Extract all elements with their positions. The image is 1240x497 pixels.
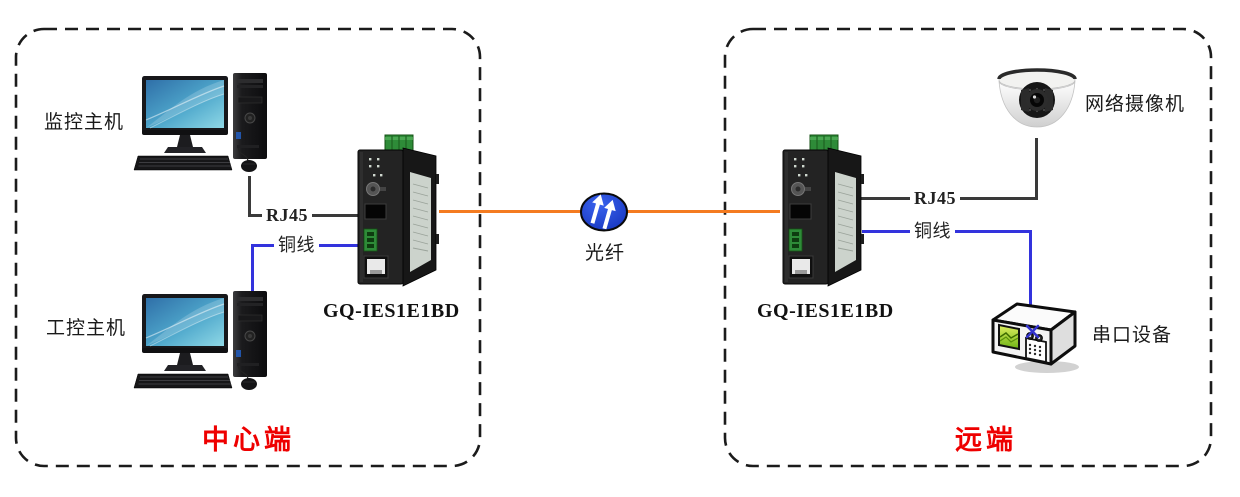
media-converter-icon bbox=[782, 134, 864, 287]
rj45-cable-right-vertical bbox=[1035, 138, 1038, 200]
media-converter-icon bbox=[357, 134, 439, 287]
industrial-host-label: 工控主机 bbox=[46, 318, 127, 339]
remote-zone-label: 远端 bbox=[955, 425, 1017, 455]
serial-device-label: 串口设备 bbox=[1092, 325, 1173, 346]
copper-cable-right-vertical bbox=[1029, 230, 1032, 332]
camera-label: 网络摄像机 bbox=[1085, 94, 1186, 115]
center-zone-label: 中心端 bbox=[202, 425, 295, 455]
desktop-computer-icon bbox=[133, 73, 267, 172]
remote-converter-label: GQ-IES1E1BD bbox=[757, 300, 894, 322]
monitor-host-label: 监控主机 bbox=[44, 112, 125, 133]
copper-label-right: 铜线 bbox=[910, 221, 955, 242]
rj45-cable-left-vertical bbox=[248, 176, 251, 217]
dome-camera-icon bbox=[997, 68, 1077, 128]
desktop-computer-icon bbox=[133, 291, 267, 390]
copper-label-left: 铜线 bbox=[274, 235, 319, 256]
remote-zone-border bbox=[723, 27, 1213, 468]
center-converter-label: GQ-IES1E1BD bbox=[323, 300, 460, 322]
rj45-label-left: RJ45 bbox=[262, 205, 312, 226]
fiber-label: 光纤 bbox=[585, 243, 626, 264]
rj45-label-right: RJ45 bbox=[910, 188, 960, 209]
center-zone-border bbox=[14, 27, 482, 468]
serial-device-icon bbox=[991, 302, 1079, 373]
fiber-icon bbox=[580, 192, 628, 232]
cable-connection-x-mark bbox=[1025, 324, 1040, 339]
copper-cable-left-vertical bbox=[251, 244, 254, 298]
